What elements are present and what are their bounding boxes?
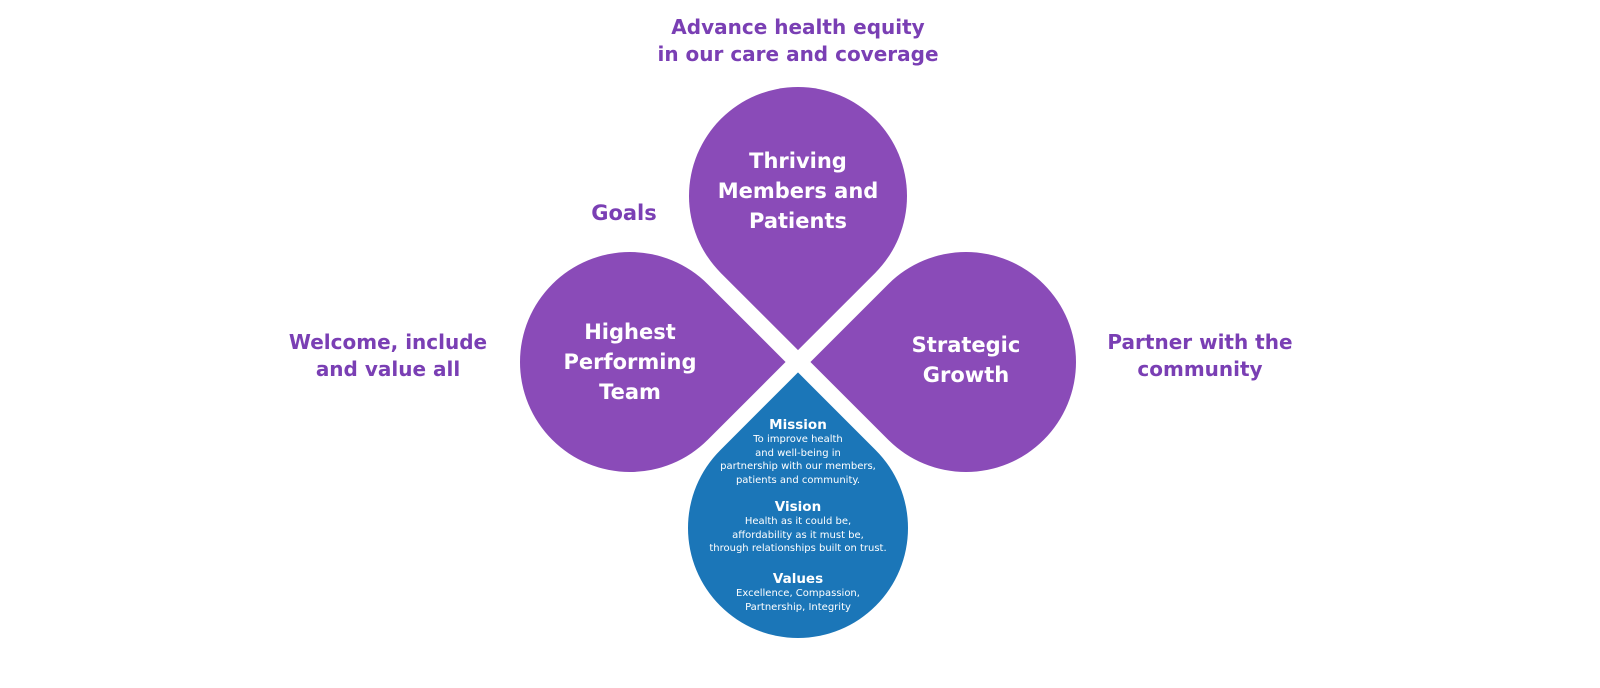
petal-right-shape <box>810 251 1076 472</box>
petal-left-shape <box>519 251 786 472</box>
values-block: Values Excellence, Compassion, Partnersh… <box>688 571 908 614</box>
mission-block: Mission To improve health and well-being… <box>688 417 908 487</box>
mission-text: To improve health and well-being in part… <box>720 434 876 486</box>
petal-left-title: Highest Performing Team <box>563 320 697 404</box>
values-heading: Values <box>772 571 824 587</box>
petal-top-title: Thriving Members and Patients <box>717 149 879 233</box>
goal-top-label: Advance health equity in our care and co… <box>657 15 939 66</box>
goals-heading: Goals <box>591 201 657 225</box>
goal-right-label: Partner with the community <box>1107 330 1293 381</box>
mission-heading: Mission <box>769 417 827 433</box>
vision-heading: Vision <box>774 499 822 515</box>
petal-top-shape <box>689 87 908 351</box>
vision-text: Health as it could be, affordability as … <box>709 516 887 554</box>
goal-left-label: Welcome, include and value all <box>288 330 488 381</box>
petal-right-title: Strategic Growth <box>911 333 1021 387</box>
petal-core-shape <box>687 372 908 638</box>
vision-block: Vision Health as it could be, affordabil… <box>688 499 908 556</box>
values-text: Excellence, Compassion, Partnership, Int… <box>736 588 860 613</box>
